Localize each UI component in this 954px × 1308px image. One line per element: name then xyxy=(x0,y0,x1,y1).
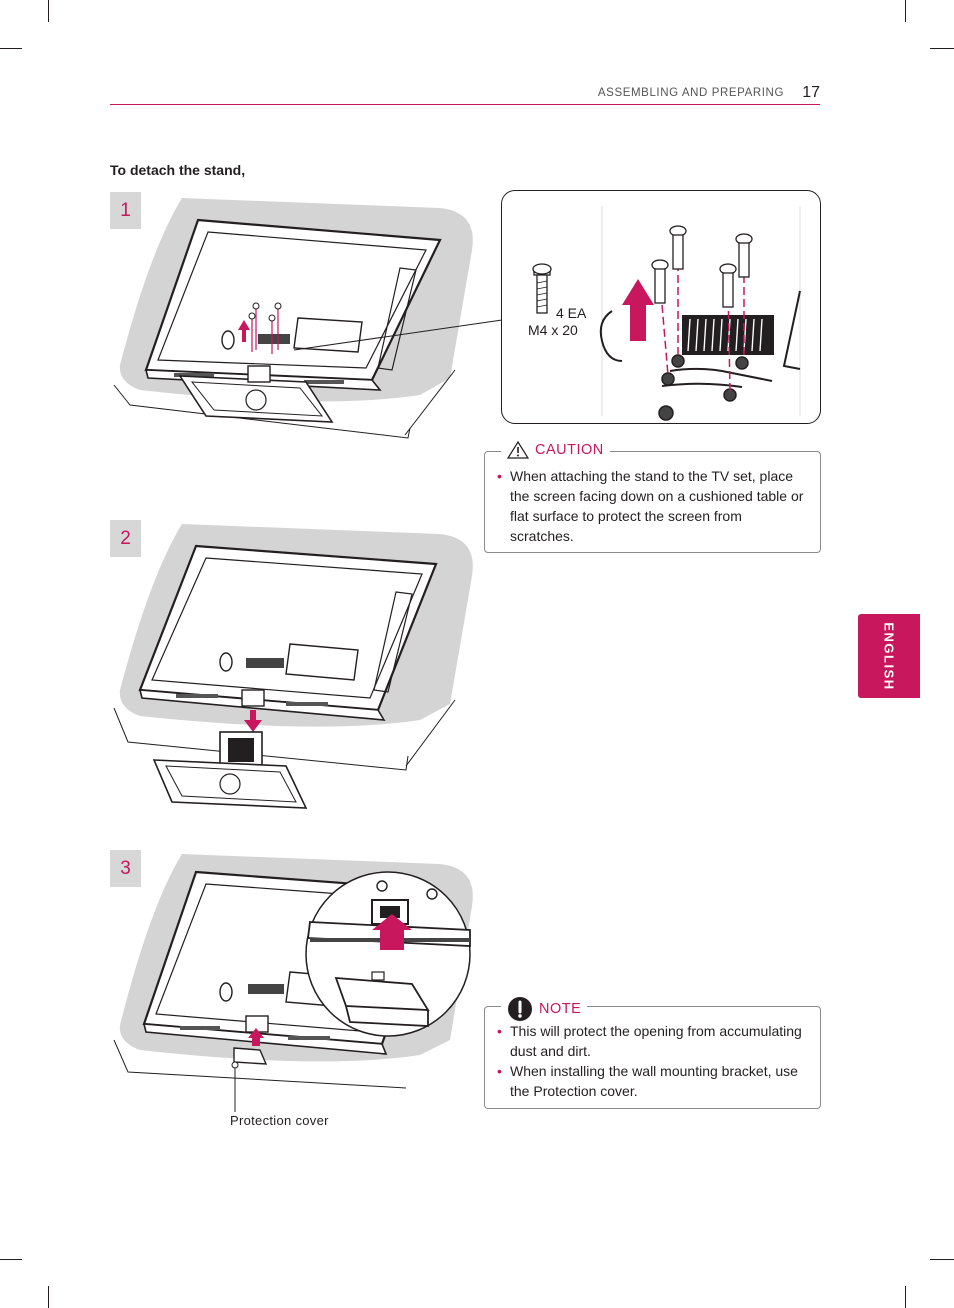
crop-mark xyxy=(48,0,49,22)
screw-size: M4 x 20 xyxy=(528,322,578,338)
warning-triangle-icon xyxy=(507,441,529,459)
running-header-section: ASSEMBLING AND PREPARING xyxy=(597,87,784,99)
note-box: NOTE This will protect the opening from … xyxy=(484,996,821,1111)
section-intro: To detach the stand, xyxy=(110,162,246,178)
crop-mark xyxy=(905,1286,906,1308)
language-tab-label: ENGLISH xyxy=(881,621,897,691)
crop-mark xyxy=(0,1259,22,1260)
note-item: When installing the wall mounting bracke… xyxy=(497,1061,806,1101)
caution-heading: CAUTION xyxy=(501,441,610,459)
crop-mark xyxy=(930,48,954,49)
note-title: NOTE xyxy=(539,1001,582,1017)
step-2-illustration xyxy=(113,524,473,809)
page-number: 17 xyxy=(802,84,820,101)
exclamation-icon xyxy=(508,997,532,1021)
screw-detail-callout xyxy=(501,190,821,424)
crop-mark xyxy=(930,1259,954,1260)
step-3-illustration xyxy=(113,854,473,1112)
note-list: This will protect the opening from accum… xyxy=(485,1007,820,1111)
language-tab: ENGLISH xyxy=(858,614,920,698)
crop-mark xyxy=(905,0,906,22)
step-1-badge: 1 xyxy=(110,192,141,229)
header-rule xyxy=(110,104,820,105)
protection-cover-label: Protection cover xyxy=(230,1113,329,1128)
crop-mark xyxy=(48,1286,49,1308)
caution-box: CAUTION When attaching the stand to the … xyxy=(484,441,821,556)
crop-mark xyxy=(0,48,22,49)
caution-list: When attaching the stand to the TV set, … xyxy=(485,452,820,556)
note-heading: NOTE xyxy=(501,996,588,1022)
step-2-badge: 2 xyxy=(110,520,141,557)
caution-title: CAUTION xyxy=(535,442,604,458)
note-item: This will protect the opening from accum… xyxy=(497,1021,806,1061)
caution-item: When attaching the stand to the TV set, … xyxy=(497,466,806,546)
step-3-badge: 3 xyxy=(110,850,141,887)
screw-detail-illustration xyxy=(532,206,801,421)
step-1-illustration xyxy=(113,198,503,439)
screw-count: 4 EA xyxy=(556,305,587,321)
